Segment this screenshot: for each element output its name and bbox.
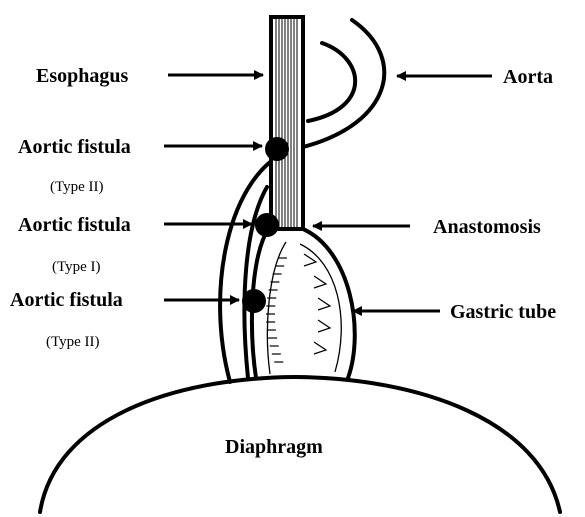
label-type-2: (Type I) [52, 259, 101, 275]
gastric-fold [304, 254, 316, 266]
aorta-inner-arc [308, 43, 355, 121]
label-aortic-fistula-1: Aortic fistula [18, 136, 131, 158]
label-aortic-fistula-3: Aortic fistula [10, 289, 123, 311]
label-aorta: Aorta [503, 66, 553, 88]
label-gastric-tube: Gastric tube [450, 301, 556, 323]
label-esophagus: Esophagus [36, 65, 128, 87]
label-diaphragm: Diaphragm [225, 436, 323, 458]
gastric-fold [318, 298, 330, 310]
fistula-dot-upper [265, 137, 289, 161]
gastric-fold [314, 342, 326, 354]
label-aortic-fistula-2: Aortic fistula [18, 214, 131, 236]
fistula-dot-middle [255, 213, 279, 237]
gastric-fold [318, 320, 330, 332]
gastric-tube [252, 229, 355, 378]
fistula-dot-lower [242, 289, 266, 313]
gastric-fold [314, 276, 326, 288]
esophagus-tube [271, 17, 303, 229]
label-anastomosis: Anastomosis [433, 216, 541, 238]
label-type-1: (Type II) [50, 179, 104, 195]
label-type-3: (Type II) [46, 334, 100, 350]
